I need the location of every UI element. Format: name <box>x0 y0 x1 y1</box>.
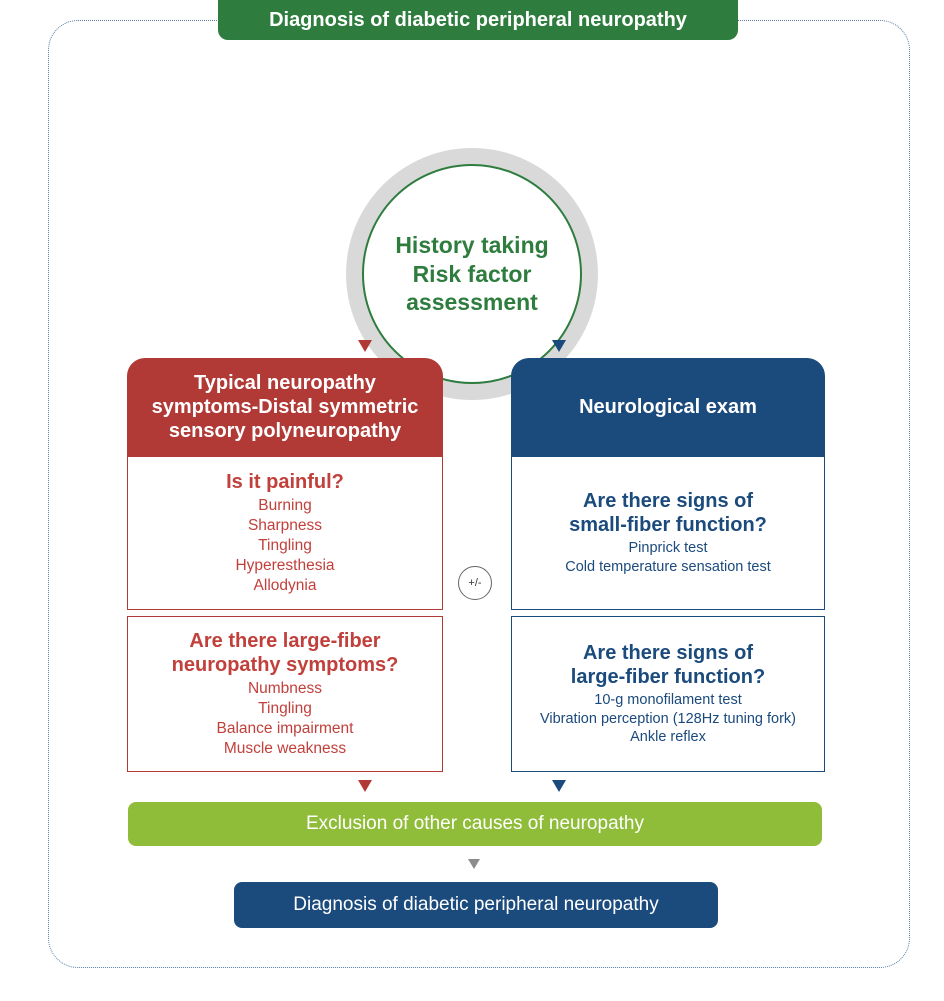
large-fiber-symptom-item: Tingling <box>258 699 312 717</box>
diagnosis-box: Diagnosis of diabetic peripheral neuropa… <box>234 882 718 928</box>
question-line: Are there large-fiber <box>189 629 381 652</box>
painful-panel: Is it painful? Burning Sharpness Tinglin… <box>127 456 443 610</box>
painful-item: Tingling <box>258 536 312 554</box>
history-line: History taking <box>395 231 549 258</box>
symptoms-header-line: symptoms-Distal symmetric <box>151 396 419 418</box>
arrow-down-right-bottom <box>552 780 566 792</box>
large-fiber-function-panel: Are there signs of large-fiber function?… <box>511 616 825 772</box>
exclusion-box: Exclusion of other causes of neuropathy <box>128 802 822 846</box>
arrow-down-left-top <box>358 340 372 352</box>
arrow-down-right-top <box>552 340 566 352</box>
small-fiber-panel: Are there signs of small-fiber function?… <box>511 456 825 610</box>
question-line: large-fiber function? <box>570 665 766 688</box>
large-fiber-symptom-item: Muscle weakness <box>223 740 347 758</box>
plus-minus-connector: +/- <box>458 566 492 600</box>
large-fiber-test-item: Ankle reflex <box>630 729 706 746</box>
history-circle: History taking Risk factor assessment <box>362 164 582 384</box>
large-fiber-symptoms-question: Are there large-fiber neuropathy symptom… <box>128 629 442 677</box>
symptoms-header: Typical neuropathy symptoms-Distal symme… <box>127 358 443 456</box>
question-line: neuropathy symptoms? <box>171 653 399 676</box>
painful-item: Allodynia <box>253 577 317 595</box>
question-line: small-fiber function? <box>569 514 767 537</box>
history-line: assessment <box>406 289 538 316</box>
large-fiber-test-item: Vibration perception (128Hz tuning fork) <box>539 710 797 727</box>
large-fiber-function-question: Are there signs of large-fiber function? <box>512 641 824 689</box>
question-line: Are there signs of <box>582 641 754 664</box>
arrow-down-center <box>468 859 480 869</box>
symptoms-header-line: sensory polyneuropathy <box>168 420 402 442</box>
large-fiber-symptom-item: Numbness <box>247 679 323 697</box>
small-fiber-question: Are there signs of small-fiber function? <box>512 489 824 537</box>
painful-item: Sharpness <box>247 516 323 534</box>
small-fiber-item: Pinprick test <box>628 540 708 557</box>
large-fiber-symptoms-panel: Are there large-fiber neuropathy symptom… <box>127 616 443 772</box>
large-fiber-symptom-item: Balance impairment <box>216 720 354 737</box>
neuro-exam-header: Neurological exam <box>511 358 825 456</box>
large-fiber-test-item: 10-g monofilament test <box>594 691 742 708</box>
painful-question: Is it painful? <box>226 470 344 493</box>
history-line: Risk factor <box>412 260 532 287</box>
painful-item: Burning <box>258 496 312 514</box>
question-line: Are there signs of <box>582 490 754 513</box>
symptoms-header-line: Typical neuropathy <box>194 372 376 394</box>
painful-item: Hyperesthesia <box>235 557 335 575</box>
title-banner: Diagnosis of diabetic peripheral neuropa… <box>218 0 738 40</box>
small-fiber-item: Cold temperature sensation test <box>565 559 771 575</box>
arrow-down-left-bottom <box>358 780 372 792</box>
